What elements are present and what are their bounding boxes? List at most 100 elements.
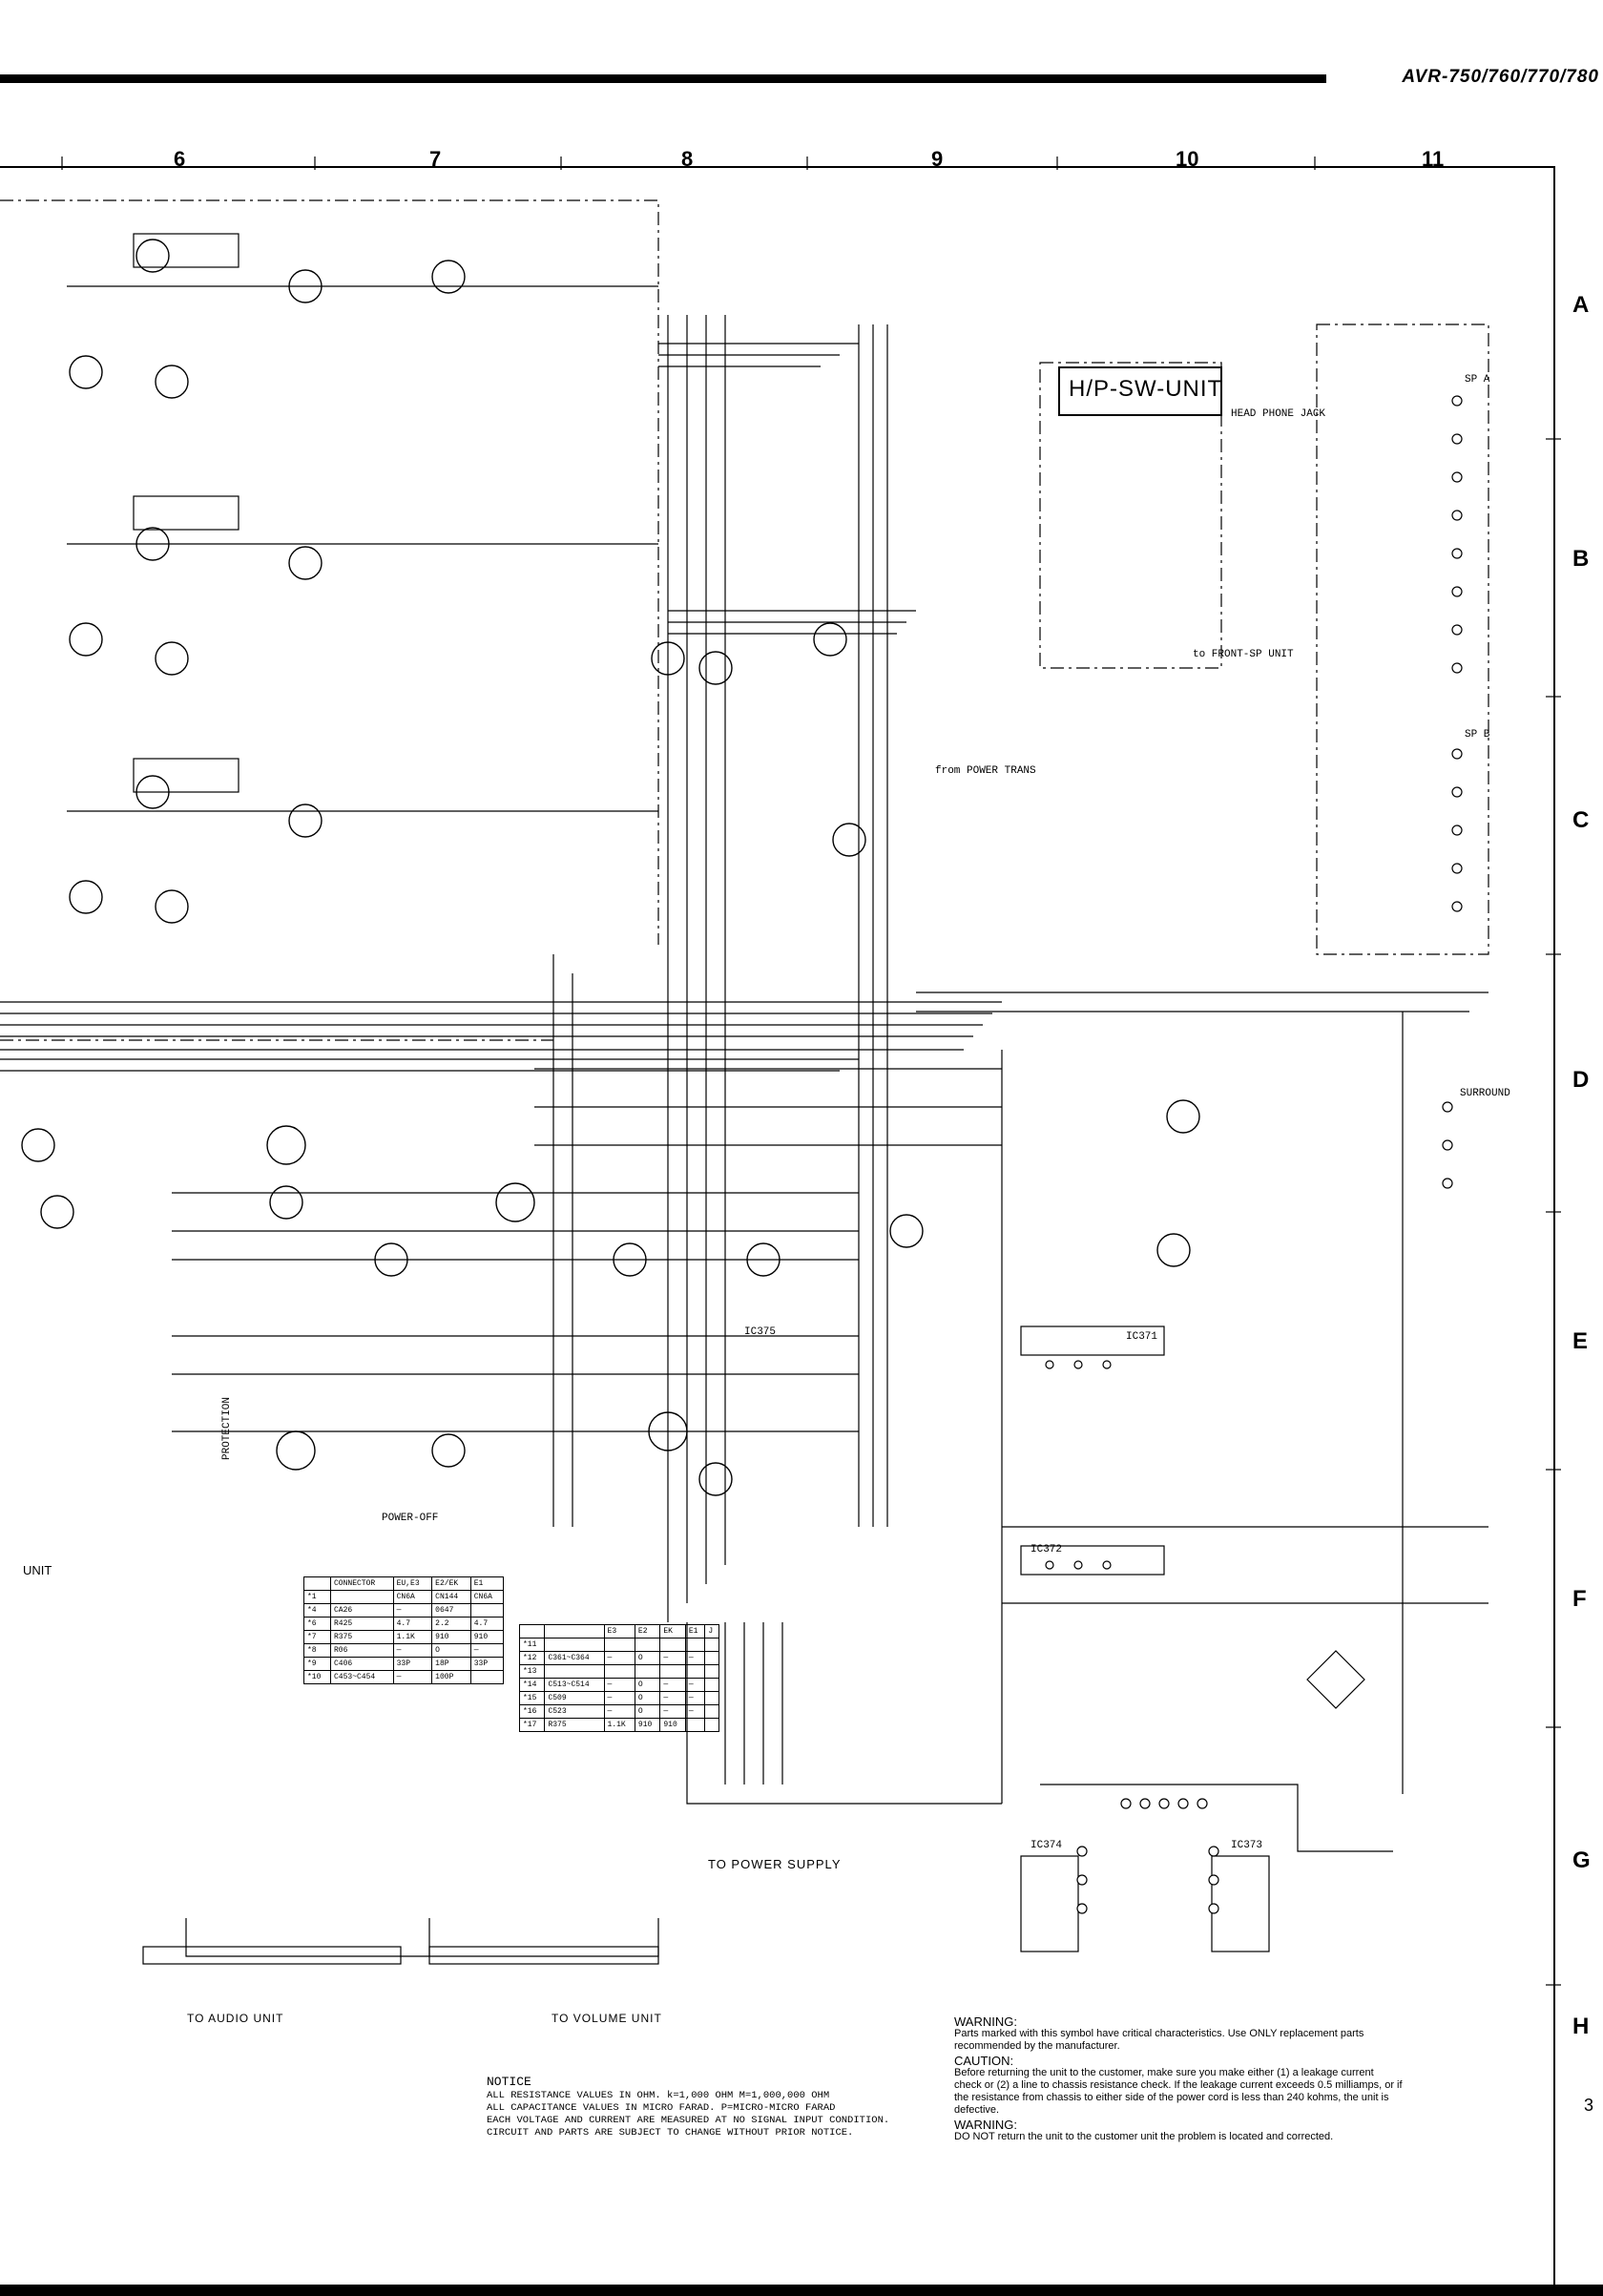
table-cell: EU,E3: [392, 1576, 433, 1591]
table-cell: R425: [329, 1617, 394, 1631]
table-cell: [634, 1664, 661, 1679]
table-cell: O: [634, 1691, 661, 1705]
ic371-label: IC371: [1126, 1331, 1158, 1343]
table-cell: O: [431, 1643, 471, 1658]
row-label-f: F: [1572, 1586, 1587, 1612]
table-cell: [659, 1664, 686, 1679]
surround-label: SURROUND: [1460, 1088, 1510, 1099]
notice-line: EACH VOLTAGE AND CURRENT ARE MEASURED AT…: [487, 2115, 890, 2126]
table-cell: [684, 1638, 706, 1652]
table-cell: —: [603, 1651, 635, 1665]
column-label-7: 7: [429, 147, 442, 171]
table-header-row: CONNECTOR EU,E3 E2/EK E1: [303, 1576, 505, 1591]
bottom-border: [0, 2285, 1603, 2296]
table-cell: [303, 1576, 331, 1591]
row-label-h: H: [1572, 2014, 1590, 2039]
page-number: 3: [1584, 2096, 1594, 2115]
table-cell: —: [603, 1678, 635, 1692]
table-cell: E2: [634, 1624, 661, 1639]
ic375-label: IC375: [744, 1326, 777, 1338]
column-label-9: 9: [931, 147, 944, 171]
table-cell: [704, 1691, 719, 1705]
from-power-trans-label: from POWER TRANS: [935, 765, 1036, 777]
table-row: *11: [518, 1638, 719, 1652]
table-cell: —: [684, 1678, 706, 1692]
table-cell: [704, 1718, 719, 1732]
caution-text: Before returning the unit to the custome…: [954, 2067, 1403, 2116]
right-border: [1553, 166, 1555, 2296]
table-cell: R06: [329, 1643, 394, 1658]
table-cell: 1.1K: [603, 1718, 635, 1732]
table-cell: —: [684, 1704, 706, 1719]
notice-line: CIRCUIT AND PARTS ARE SUBJECT TO CHANGE …: [487, 2127, 854, 2139]
table-cell: [603, 1664, 635, 1679]
table-cell: [704, 1704, 719, 1719]
table-cell: 4.7: [469, 1617, 505, 1631]
table-cell: —: [392, 1643, 433, 1658]
table-cell: C523: [544, 1704, 605, 1719]
warning-title: WARNING:: [954, 2014, 1017, 2029]
table-cell: [329, 1590, 394, 1604]
table-cell: *13: [518, 1664, 546, 1679]
warning-title-2: WARNING:: [954, 2118, 1017, 2132]
column-label-11: 11: [1422, 147, 1445, 171]
table-cell: 910: [469, 1630, 505, 1644]
to-volume-unit-label: TO VOLUME UNIT: [552, 2012, 662, 2025]
table-cell: CN6A: [392, 1590, 433, 1604]
table-cell: [704, 1638, 719, 1652]
table-cell: [518, 1624, 546, 1639]
notice-line: ALL RESISTANCE VALUES IN OHM. k=1,000 OH…: [487, 2090, 830, 2101]
table-cell: 2.2: [431, 1617, 471, 1631]
warning-text: Parts marked with this symbol have criti…: [954, 2028, 1364, 2052]
table-cell: 4.7: [392, 1617, 433, 1631]
table-cell: E2/EK: [431, 1576, 471, 1591]
table-cell: *16: [518, 1704, 546, 1719]
table-cell: E3: [603, 1624, 635, 1639]
header-bar: [0, 74, 1326, 83]
table-cell: *15: [518, 1691, 546, 1705]
table-cell: CONNECTOR: [329, 1576, 394, 1591]
table-cell: [544, 1638, 605, 1652]
table-cell: *1: [303, 1590, 331, 1604]
table-cell: C361~C364: [544, 1651, 605, 1665]
table-cell: [704, 1664, 719, 1679]
table-cell: 33P: [469, 1657, 505, 1671]
top-ruler: [0, 166, 1553, 168]
model-number: AVR-750/760/770/780: [1402, 67, 1599, 87]
table-cell: 1.1K: [392, 1630, 433, 1644]
warning-text-2: DO NOT return the unit to the customer u…: [954, 2131, 1334, 2142]
table-cell: 0647: [431, 1603, 471, 1618]
column-label-10: 10: [1176, 147, 1199, 171]
table-cell: O: [634, 1678, 661, 1692]
caution-title: CAUTION:: [954, 2054, 1014, 2068]
table-cell: —: [659, 1691, 686, 1705]
table-cell: —: [659, 1678, 686, 1692]
to-front-sp-label: to FRONT-SP UNIT: [1193, 649, 1294, 660]
table-cell: *12: [518, 1651, 546, 1665]
table-cell: [469, 1603, 505, 1618]
warning-block: WARNING: Parts marked with this symbol h…: [954, 2014, 1403, 2143]
table-cell: [603, 1638, 635, 1652]
hp-sw-unit-label: H/P-SW-UNIT: [1069, 376, 1223, 402]
table-cell: —: [659, 1651, 686, 1665]
row-label-c: C: [1572, 807, 1590, 833]
table-cell: *7: [303, 1630, 331, 1644]
table-cell: C406: [329, 1657, 394, 1671]
table-cell: J: [704, 1624, 719, 1639]
table-cell: *9: [303, 1657, 331, 1671]
table-cell: EK: [659, 1624, 686, 1639]
table-cell: —: [603, 1691, 635, 1705]
table-cell: —: [684, 1651, 706, 1665]
notice-block: NOTICE ALL RESISTANCE VALUES IN OHM. k=1…: [487, 2076, 926, 2139]
